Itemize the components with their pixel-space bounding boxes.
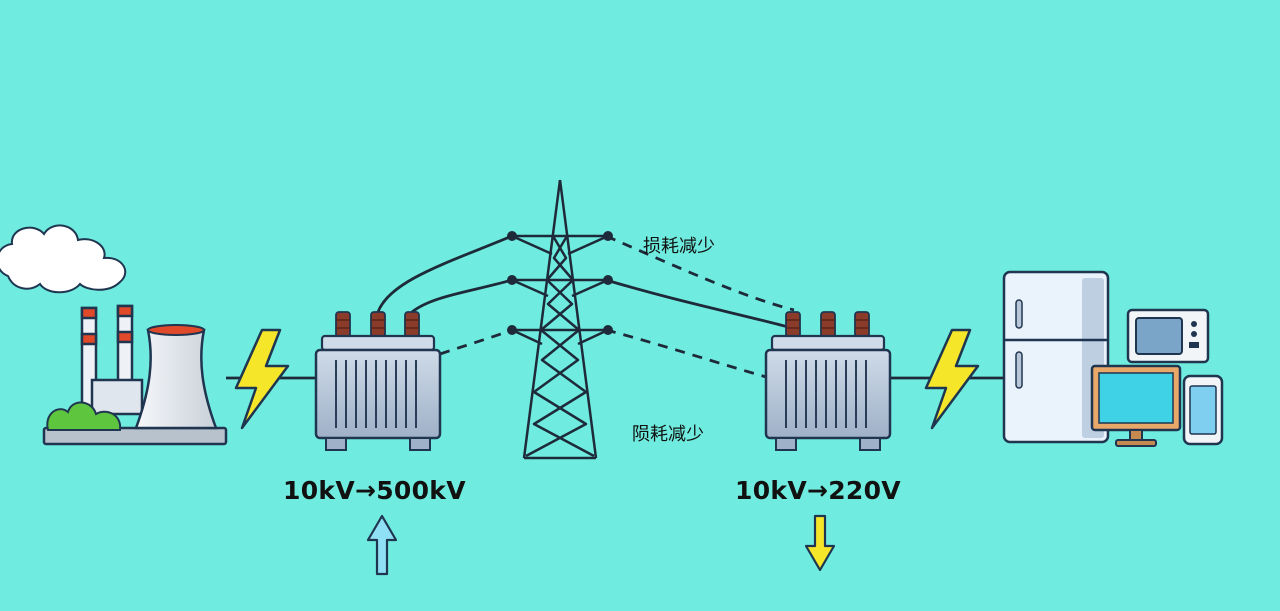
step-up-voltage-label: 10kV→500kV xyxy=(283,476,466,505)
smoke-cloud xyxy=(0,224,127,294)
arrow-down-icon xyxy=(804,514,836,572)
arrow-up-icon xyxy=(366,514,398,576)
microwave-icon xyxy=(1126,308,1210,364)
transmission-tower-icon xyxy=(507,179,613,460)
lightning-bolt-icon xyxy=(234,328,290,430)
cooling-tower xyxy=(134,328,218,430)
smartphone-icon xyxy=(1182,374,1224,446)
step-down-voltage-label: 10kV→220V xyxy=(735,476,901,505)
loss-reduced-label-lower: 陨耗减少 xyxy=(632,424,704,445)
refrigerator-icon xyxy=(1002,270,1110,444)
loss-reduced-label-upper: 损耗减少 xyxy=(643,236,715,257)
monitor-icon xyxy=(1090,364,1182,447)
transformer-icon xyxy=(764,311,892,451)
power-plant-icon xyxy=(0,224,228,446)
lightning-bolt-icon xyxy=(924,328,980,430)
transformer-icon xyxy=(314,311,442,451)
dashed-lines xyxy=(439,234,795,380)
bushes xyxy=(46,401,122,431)
